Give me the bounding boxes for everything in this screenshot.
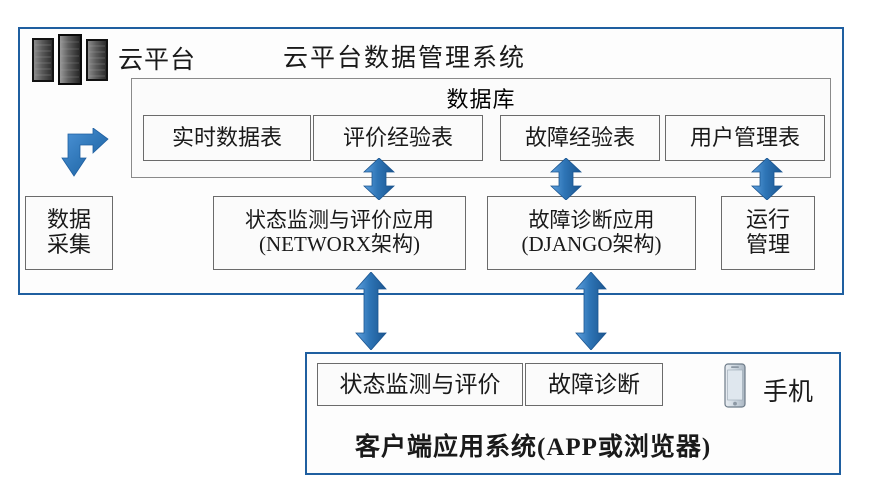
diagnosis-app-to-client-arrow [575,271,607,351]
phone-label: 手机 [763,379,814,406]
db-fault-to-diagnosis-app-arrow [549,157,583,201]
db-user-to-operation-mgmt-arrow [750,157,784,201]
app-status-monitoring[interactable]: 状态监测与评价应用(NETWORX架构) [213,196,466,270]
client-module-status-monitoring[interactable]: 状态监测与评价 [317,363,523,406]
db-eval-to-monitor-app-arrow [362,157,396,201]
app-operation-management[interactable]: 运行管理 [721,196,815,270]
db-table-evaluation-experience[interactable]: 评价经验表 [313,115,483,161]
smartphone-icon [724,363,746,408]
database-title: 数据库 [446,87,516,112]
page-title: 云平台数据管理系统 [283,45,527,72]
server-rack-icon [30,33,112,86]
monitor-app-to-client-arrow [355,271,387,351]
client-module-fault-diagnosis[interactable]: 故障诊断 [525,363,663,406]
client-system-title: 客户端应用系统(APP或浏览器) [355,434,712,461]
data-acquisition-box[interactable]: 数据采集 [25,196,113,270]
db-table-realtime-data[interactable]: 实时数据表 [143,115,311,161]
cloud-platform-label: 云平台 [118,47,197,74]
db-table-fault-experience[interactable]: 故障经验表 [500,115,660,161]
acquisition-to-cloud-arrow [60,127,110,190]
app-fault-diagnosis[interactable]: 故障诊断应用(DJANGO架构) [487,196,696,270]
db-table-user-management[interactable]: 用户管理表 [665,115,825,161]
